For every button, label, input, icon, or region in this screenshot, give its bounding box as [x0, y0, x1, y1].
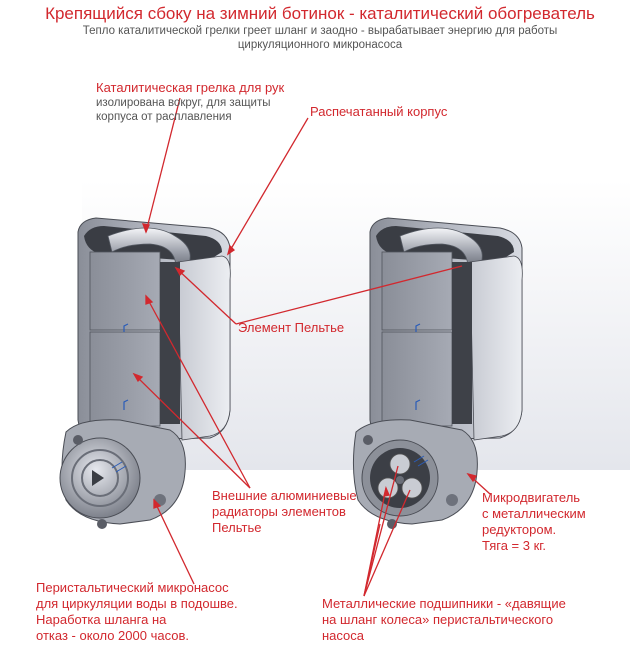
bearings-line-3: насоса [322, 628, 365, 643]
motor-line-4: Тяга = 3 кг. [482, 538, 547, 553]
motor-line-2: с металлическим [482, 506, 586, 521]
heater-line-2: корпуса от расплавления [96, 111, 232, 123]
subtitle-line-1: Тепло каталитической грелки греет шланг … [82, 25, 558, 37]
radiators-line-1: Внешние алюминиевые [212, 488, 357, 503]
heater-label: Каталитическая грелка для рук изолирован… [96, 80, 284, 124]
pump-label: Перистальтический микронасос для циркуля… [36, 580, 238, 644]
pump-line-3: Наработка шланга на [36, 612, 167, 627]
heater-line-1: изолирована вокруг, для защиты [96, 97, 271, 109]
pump-line-2: для циркуляции воды в подошве. [36, 596, 238, 611]
motor-label: Микродвигатель с металлическим редукторо… [482, 490, 586, 554]
pointer-lines [132, 97, 491, 597]
left-device [59, 217, 231, 529]
bearings-line-1: Металлические подшипники - «давящие [322, 596, 566, 611]
subtitle-line-2: циркуляционного микронасоса [237, 39, 403, 51]
pump-line-4: отказ - около 2000 часов. [36, 628, 189, 643]
radiators-line-2: радиаторы элементов [212, 504, 346, 519]
right-device [352, 217, 523, 529]
bearings-label: Металлические подшипники - «давящие на ш… [322, 596, 566, 644]
heater-title: Каталитическая грелка для рук [96, 80, 285, 95]
page-subtitle: Тепло каталитической грелки греет шланг … [20, 24, 620, 52]
motor-line-1: Микродвигатель [482, 490, 581, 505]
radiators-label: Внешние алюминиевые радиаторы элементов … [212, 488, 357, 536]
housing-label: Распечатанный корпус [310, 104, 448, 119]
page-title: Крепящийся сбоку на зимний ботинок - кат… [45, 4, 595, 23]
peltier-label: Элемент Пельтье [238, 320, 345, 335]
bearings-line-2: на шланг колеса» перистальтического [322, 612, 554, 627]
radiators-line-3: Пельтье [212, 520, 262, 535]
motor-line-3: редуктором. [482, 522, 557, 537]
pump-line-1: Перистальтический микронасос [36, 580, 229, 595]
